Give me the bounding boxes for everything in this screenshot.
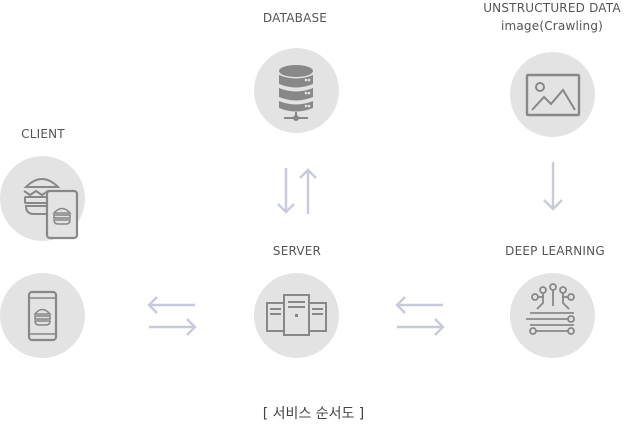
database-icon	[279, 65, 313, 121]
diagram-caption: [ 서비스 순서도 ]	[262, 406, 365, 422]
server-icon	[266, 294, 327, 336]
unstructured-data-sublabel: image(Crawling)	[500, 19, 604, 33]
database-server-bidirectional-arrow	[277, 168, 317, 214]
unstructured-to-deep-learning-arrow	[543, 162, 563, 211]
deep-learning-label: DEEP LEARNING	[505, 244, 605, 258]
database-label: DATABASE	[262, 11, 328, 25]
deep-learning-node	[510, 273, 595, 358]
server-label: SERVER	[272, 244, 322, 258]
server-deep-learning-bidirectional-arrow	[395, 296, 445, 336]
image-icon	[525, 73, 581, 117]
burger-tablet-icon	[23, 178, 79, 240]
client-server-bidirectional-arrow	[147, 296, 197, 336]
unstructured-data-node	[510, 52, 595, 137]
phone-burger-icon	[27, 290, 58, 342]
client-label: CLIENT	[21, 127, 65, 141]
neural-circuit-icon	[526, 283, 575, 335]
unstructured-data-label: UNSTRUCTURED DATA	[483, 1, 621, 15]
